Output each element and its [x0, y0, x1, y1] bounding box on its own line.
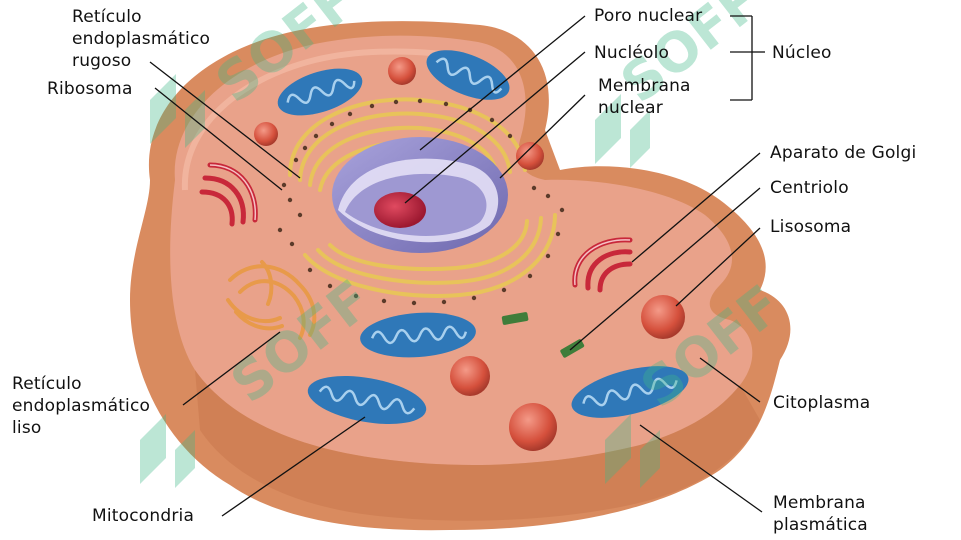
label-nucleolo: Nucléolo — [594, 43, 670, 63]
label-golgi: Aparato de Golgi — [770, 143, 917, 163]
lysosomes — [254, 57, 685, 451]
label-rer-line3: rugoso — [72, 51, 132, 71]
label-rel-line3: liso — [12, 418, 42, 438]
label-lisosoma: Lisosoma — [770, 217, 852, 237]
ribosome-dots — [277, 98, 565, 306]
label-membrana-nuclear-line1: Membrana — [598, 76, 691, 96]
label-membrana-plasmatica-line2: plasmática — [773, 515, 868, 535]
label-rel-line1: Retículo — [12, 374, 82, 394]
label-ribosoma: Ribosoma — [47, 79, 133, 99]
nucleus — [332, 137, 508, 253]
label-nucleo: Núcleo — [772, 43, 832, 63]
label-rer-line1: Retículo — [72, 7, 142, 27]
smooth-er — [226, 260, 317, 340]
label-citoplasma: Citoplasma — [773, 393, 871, 413]
label-membrana-plasmatica-line1: Membrana — [773, 493, 866, 513]
nucleolus-shape — [374, 192, 426, 228]
membrane-wall — [195, 370, 760, 521]
golgi-highlights — [209, 164, 631, 286]
leader-lines — [149, 15, 765, 517]
mitochondria — [277, 50, 689, 425]
label-mitocondria: Mitocondria — [92, 506, 195, 526]
label-poro-nuclear: Poro nuclear — [594, 6, 703, 26]
label-centriolo: Centriolo — [770, 178, 849, 198]
cytoplasm-rim — [181, 48, 469, 191]
label-rer-line2: endoplasmático — [72, 29, 211, 49]
label-membrana-nuclear-line2: nuclear — [598, 98, 663, 118]
label-rel-line2: endoplasmático — [12, 396, 151, 416]
